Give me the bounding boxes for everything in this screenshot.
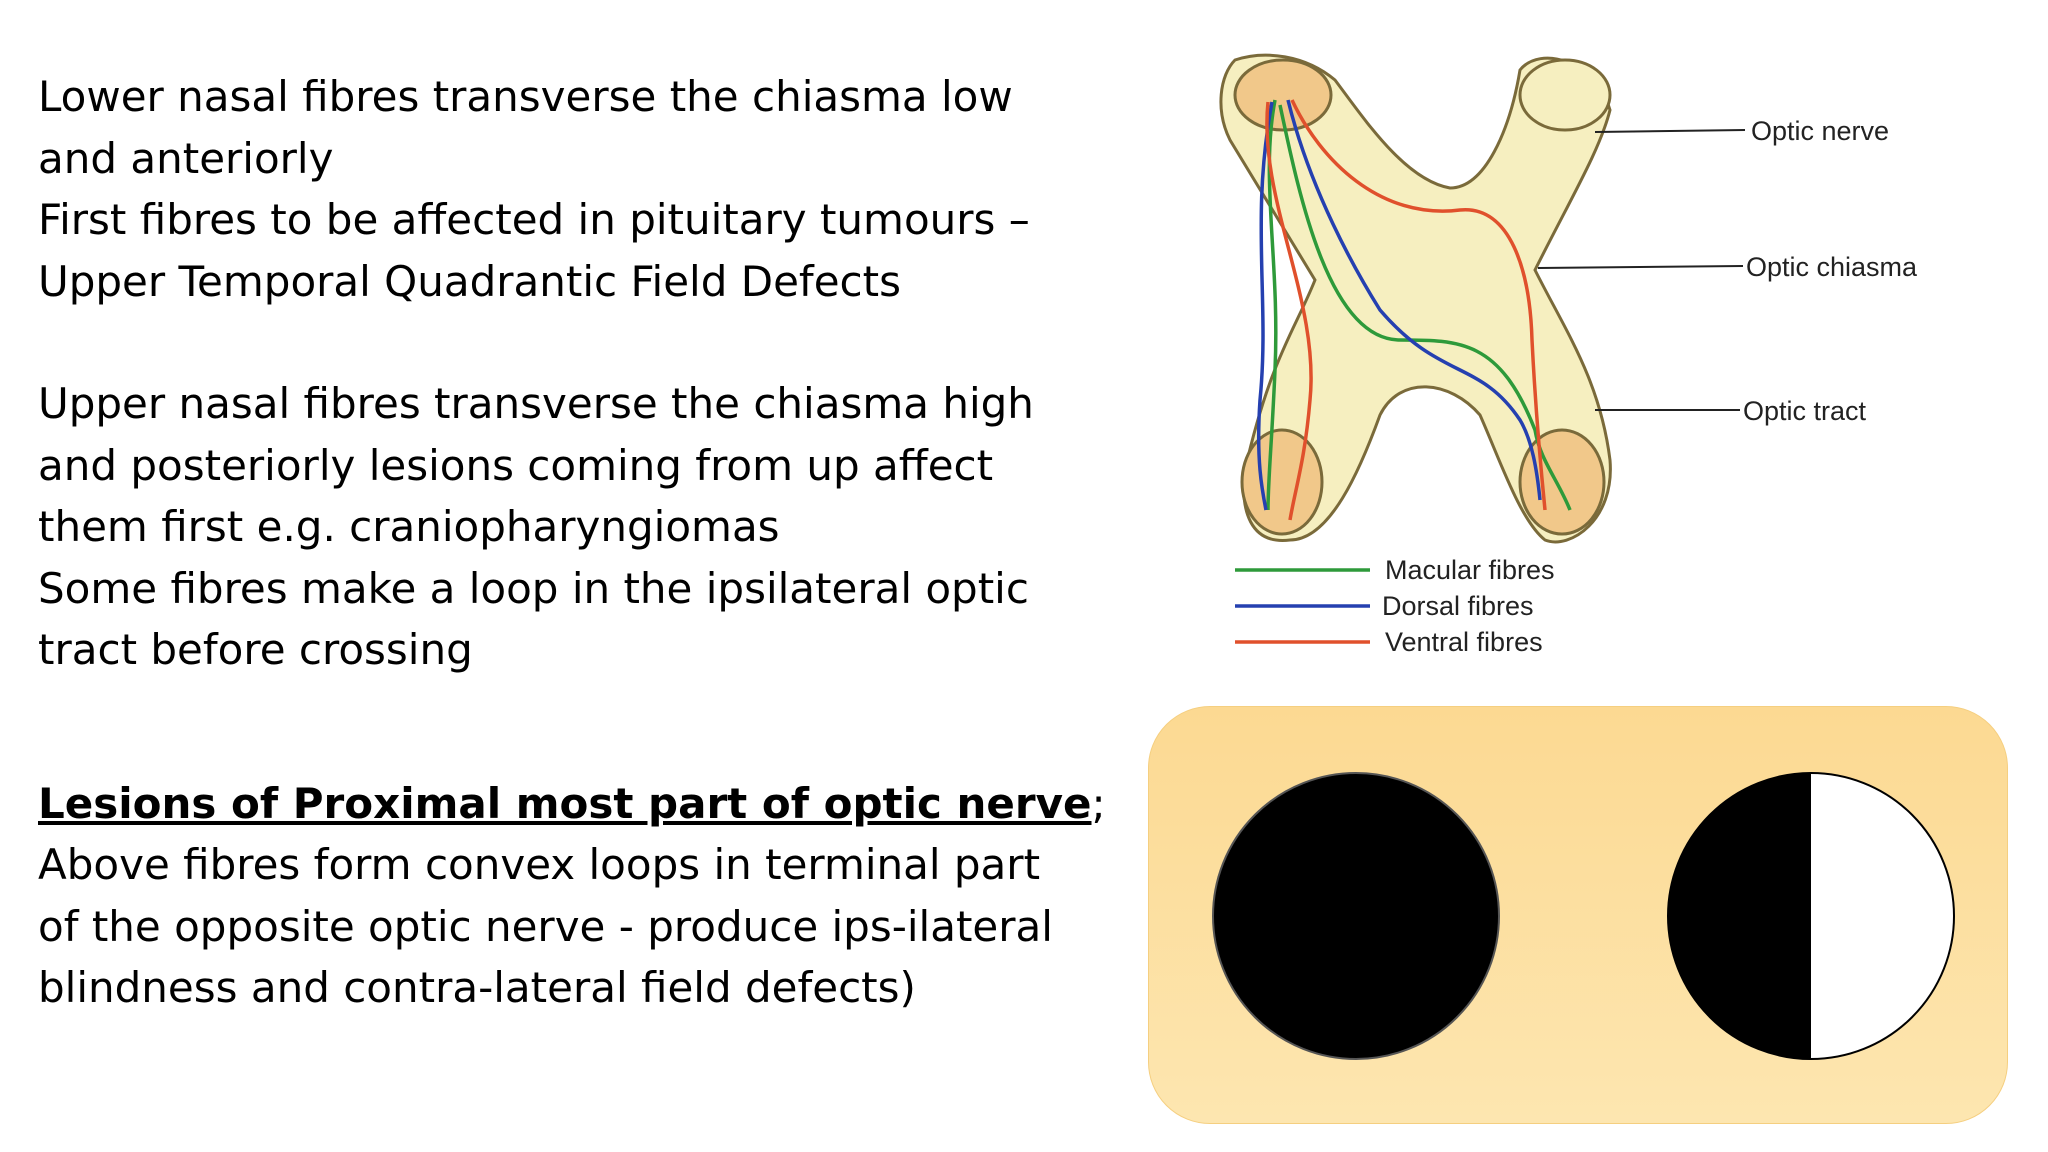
optic-chiasma-label: Optic chiasma: [1746, 252, 1918, 282]
optic-chiasma-diagram: Optic nerve Optic chiasma Optic tract Ma…: [1180, 40, 1980, 690]
text-line: and posteriorly lesions coming from up a…: [38, 440, 994, 490]
dorsal-fibre: [1256, 101, 1274, 511]
ventral-fibre: [1265, 101, 1313, 521]
visual-field-svg: [1212, 772, 1955, 1060]
left-eye-field: [1212, 772, 1500, 1060]
right-tract-end: [1518, 428, 1606, 536]
lesion-heading: Lesions of Proximal most part of optic n…: [38, 778, 1092, 828]
macular-fibre: [1278, 104, 1572, 511]
text-line: Upper Temporal Quadrantic Field Defects: [38, 256, 901, 306]
optic-tract-label: Optic tract: [1743, 396, 1867, 426]
lesion-heading-line: Lesions of Proximal most part of optic n…: [38, 773, 1106, 835]
legend-macular: Macular fibres: [1385, 555, 1555, 585]
text-line: and anteriorly: [38, 133, 334, 183]
right-nerve-end: [1518, 58, 1612, 132]
chiasma-svg: Optic nerve Optic chiasma Optic tract Ma…: [1219, 53, 1918, 657]
text-line: First fibres to be affected in pituitary…: [38, 195, 1030, 244]
ventral-fibre: [1290, 99, 1547, 511]
text-column: Lower nasal fibres transverse the chiasm…: [38, 66, 1106, 1019]
text-line: Some fibres make a loop in the ipsilater…: [38, 563, 1029, 613]
left-tract-end: [1240, 428, 1324, 536]
legend-dorsal: Dorsal fibres: [1382, 591, 1534, 621]
text-line: of the opposite optic nerve - produce ip…: [38, 901, 1053, 951]
dorsal-fibre: [1286, 99, 1542, 501]
optic-nerve-label: Optic nerve: [1751, 116, 1889, 146]
text-line: Lower nasal fibres transverse the chiasm…: [38, 72, 1013, 121]
text-line: blindness and contra-lateral field defec…: [38, 963, 916, 1012]
text-line: Above fibres form convex loops in termin…: [38, 840, 1041, 889]
heading-semicolon: ;: [1091, 778, 1106, 828]
chiasma-body: [1219, 53, 1612, 544]
text-line: tract before crossing: [38, 625, 473, 674]
text-line: Upper nasal fibres transverse the chiasm…: [38, 379, 1034, 428]
legend-ventral: Ventral fibres: [1385, 627, 1543, 657]
right-eye-temporal-defect: [1668, 773, 1811, 1059]
text-line: them first e.g. craniopharyngiomas: [38, 502, 780, 551]
visual-field-panel: [1148, 706, 2008, 1124]
left-nerve-end: [1233, 58, 1333, 132]
